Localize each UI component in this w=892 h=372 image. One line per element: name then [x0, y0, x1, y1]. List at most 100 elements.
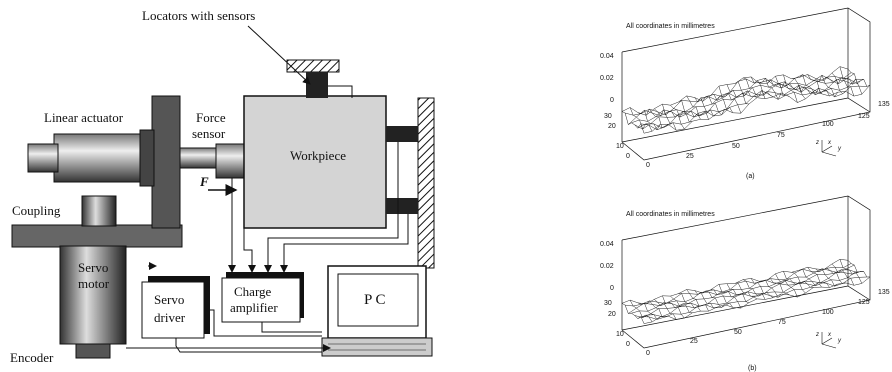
- mesh-line: [702, 290, 725, 308]
- mesh-line: [670, 295, 693, 314]
- mesh-line: [631, 269, 858, 314]
- mesh-line: [637, 302, 661, 320]
- mesh-line: [645, 108, 669, 129]
- plot-box: [621, 195, 871, 349]
- mesh-line: [718, 86, 742, 114]
- pc-screen: [337, 273, 419, 327]
- x-tick-label: 135: [878, 289, 890, 296]
- mesh-line: [743, 77, 766, 99]
- x-tick-label: 0: [646, 162, 650, 169]
- mesh-line: [670, 105, 693, 123]
- actuator-rod: [179, 147, 221, 169]
- y-tick-label: 30: [604, 300, 612, 307]
- top-locator: [306, 72, 328, 98]
- right-locator-upper: [386, 126, 418, 142]
- mesh-line: [839, 66, 863, 95]
- label-charge-amp-2: amplifier: [230, 300, 278, 315]
- mesh-line: [710, 289, 734, 308]
- mesh-line: [726, 84, 749, 105]
- mesh-line: [678, 293, 701, 312]
- linear-actuator: [53, 133, 155, 183]
- surface-mesh: [621, 259, 871, 324]
- mesh-line: [718, 284, 742, 309]
- x-tick-label: 135: [878, 101, 890, 108]
- mesh-line: [694, 97, 717, 117]
- mesh-line: [759, 77, 782, 100]
- charge-amp-box: [221, 277, 301, 323]
- mesh-line: [621, 111, 645, 134]
- label-force-symbol: F: [199, 174, 209, 189]
- y-tick-label: 20: [608, 311, 616, 318]
- pc-keyboard: [328, 343, 426, 351]
- z-tick-label: 0.04: [600, 241, 614, 248]
- axis-x-glyph: x: [827, 332, 832, 338]
- x-tick-label: 50: [734, 329, 742, 336]
- surface-mesh: [621, 66, 871, 134]
- actuator-rod-end: [27, 143, 59, 173]
- mesh-line: [662, 295, 685, 319]
- label-force-sensor-2: sensor: [192, 126, 226, 141]
- mesh-line: [783, 271, 806, 294]
- label-servo-motor-2: motor: [78, 276, 110, 291]
- z-tick-label: 0.02: [600, 75, 614, 82]
- z-tick-label: 0: [610, 285, 614, 292]
- axis-y-glyph: y: [837, 146, 842, 152]
- x-tick-label: 125: [858, 113, 870, 120]
- mesh-line: [734, 282, 758, 300]
- mesh-line: [726, 283, 749, 303]
- mesh-line: [686, 289, 709, 312]
- mesh-line: [686, 95, 709, 120]
- surface-plot-a: All coordinates in millimetres 0.04 0.02…: [600, 7, 890, 180]
- pc-base: [321, 337, 433, 357]
- label-encoder: Encoder: [10, 350, 54, 365]
- mesh-line: [815, 74, 838, 98]
- mesh-line: [621, 303, 645, 324]
- mesh-line: [847, 260, 871, 278]
- mesh-line: [767, 278, 790, 296]
- label-locators: Locators with sensors: [142, 8, 255, 23]
- mesh-line: [654, 299, 677, 320]
- mesh-line: [831, 263, 855, 286]
- mesh-line: [646, 300, 669, 318]
- plot-sublabel: (b): [748, 365, 757, 372]
- mesh-line: [791, 78, 814, 94]
- y-tick-label: 0: [626, 153, 630, 160]
- mesh-line: [799, 268, 822, 288]
- x-tick-label: 125: [858, 299, 870, 306]
- mesh-line: [643, 276, 871, 324]
- y-tick-label: 30: [604, 113, 612, 120]
- mesh-line: [638, 109, 661, 131]
- servo-motor: [59, 245, 127, 345]
- z-tick-label: 0: [610, 97, 614, 104]
- axis-x-glyph: x: [827, 140, 832, 146]
- encoder-block: [75, 343, 111, 359]
- coupling: [81, 195, 117, 227]
- vertical-support: [151, 95, 181, 229]
- y-tick-label: 0: [626, 341, 630, 348]
- plot-caption: All coordinates in millimetres: [626, 23, 715, 30]
- signal-wires: [126, 85, 409, 353]
- x-tick-label: 0: [646, 350, 650, 357]
- mesh-line: [750, 76, 774, 98]
- mesh-line: [815, 268, 838, 287]
- mesh-line: [807, 74, 830, 97]
- label-linear-actuator: Linear actuator: [44, 110, 124, 125]
- mesh-line: [839, 259, 863, 284]
- mesh-line: [694, 290, 717, 309]
- mesh-line: [631, 77, 858, 124]
- surface-plot-b: All coordinates in millimetres 0.04 0.02…: [600, 195, 890, 372]
- mesh-line: [783, 74, 806, 100]
- axis-triad: [821, 332, 837, 349]
- mesh-line: [710, 93, 734, 113]
- label-servo-motor-1: Servo: [78, 260, 108, 275]
- x-tick-label: 75: [777, 132, 785, 139]
- axis-z-glyph: z: [815, 332, 819, 338]
- workpiece-block: [243, 95, 387, 229]
- mesh-line: [734, 81, 758, 98]
- mesh-line: [678, 100, 701, 120]
- y-tick-label: 20: [608, 123, 616, 130]
- axis-z-glyph: z: [815, 140, 819, 146]
- mesh-line: [791, 272, 814, 288]
- y-tick-label: 10: [616, 143, 624, 150]
